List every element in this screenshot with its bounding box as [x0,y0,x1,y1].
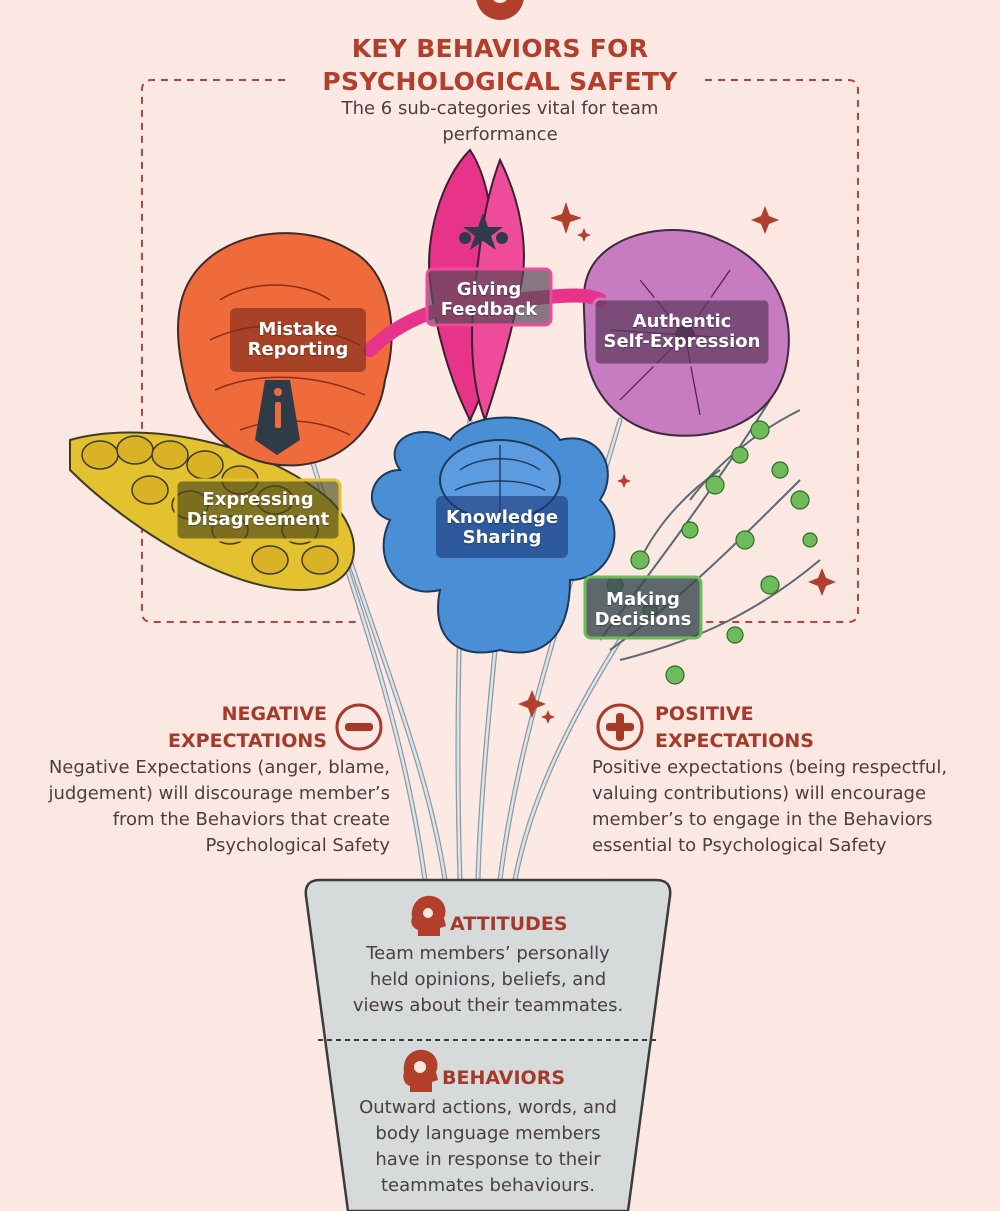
positive-body-line-3: member’s to engage in the Behaviors [592,809,933,830]
label-disagreement-line-2: Disagreement [186,509,330,530]
label-expressing-disagreement: Expressing Disagreement [176,486,340,534]
positive-body-line-2: valuing contributions) will encourage [592,783,927,804]
negative-expectations-body: Negative Expectations (anger, blame, jud… [10,755,390,859]
label-mistake-reporting: Mistake Reporting [230,316,366,364]
label-knowledge-line-2: Sharing [462,527,542,548]
sparkle-decorations [518,202,836,724]
label-knowledge-sharing: Knowledge Sharing [436,504,568,552]
label-decisions-line-2: Decisions [594,609,692,630]
negative-body-line-3: from the Behaviors that create [112,809,390,830]
positive-heading-line-2: EXPECTATIONS [655,730,814,752]
attitudes-head-icon [411,895,446,936]
page-title: KEY BEHAVIORS FOR PSYCHOLOGICAL SAFETY [250,32,750,98]
behaviors-body-line-3: have in response to their [375,1149,601,1170]
subtitle-line-1: The 6 sub-categories vital for team [341,98,659,119]
negative-heading-line-1: NEGATIVE [221,703,327,725]
behaviors-body-line-2: body language members [375,1123,601,1144]
label-authentic-line-2: Self-Expression [603,331,761,352]
label-mistake-reporting-line-1: Mistake [258,319,338,340]
label-disagreement-line-1: Expressing [202,489,314,510]
label-giving-feedback-line-1: Giving [456,279,522,300]
attitudes-body: Team members’ personally held opinions, … [318,941,658,1019]
behaviors-body-line-1: Outward actions, words, and [359,1097,617,1118]
negative-expectations-heading: NEGATIVE EXPECTATIONS [130,701,327,755]
minus-circle-icon [335,703,383,751]
negative-body-line-4: Psychological Safety [205,835,390,856]
attitudes-body-line-2: held opinions, beliefs, and [369,969,607,990]
label-authentic-line-1: Authentic [632,311,732,332]
label-making-decisions: Making Decisions [585,586,701,634]
behaviors-head-icon [403,1049,438,1092]
behaviors-body-line-4: teammates behaviours. [380,1175,595,1196]
attitudes-body-line-1: Team members’ personally [366,943,610,964]
attitudes-heading: ATTITUDES [450,913,568,935]
negative-body-line-2: judgement) will discourage member’s [48,783,390,804]
title-line-1: KEY BEHAVIORS FOR [351,34,649,63]
label-knowledge-line-1: Knowledge [445,507,559,528]
behaviors-heading: BEHAVIORS [442,1067,566,1089]
positive-body-line-4: essential to Psychological Safety [592,835,887,856]
positive-body-line-1: Positive expectations (being respectful, [592,757,948,778]
behaviors-body: Outward actions, words, and body languag… [318,1095,658,1199]
page-subtitle: The 6 sub-categories vital for team perf… [300,96,700,148]
positive-expectations-heading: POSITIVE EXPECTATIONS [655,701,855,755]
positive-heading-line-1: POSITIVE [655,703,754,725]
dashed-frame [141,79,859,623]
pot [304,878,672,1211]
label-mistake-reporting-line-2: Reporting [247,339,349,360]
label-giving-feedback: Giving Feedback [427,276,551,324]
head-gear-icon [476,0,524,20]
label-authentic-self-expression: Authentic Self-Expression [594,308,770,356]
negative-body-line-1: Negative Expectations (anger, blame, [48,757,390,778]
title-line-2: PSYCHOLOGICAL SAFETY [322,67,678,96]
subtitle-line-2: performance [442,124,558,145]
label-decisions-line-1: Making [606,589,680,610]
positive-expectations-body: Positive expectations (being respectful,… [592,755,992,859]
label-giving-feedback-line-2: Feedback [440,299,538,320]
label-boxes [174,267,772,640]
vine-flower [599,399,821,685]
plus-circle-icon [596,703,644,751]
attitudes-body-line-3: views about their teammates. [352,995,624,1016]
negative-heading-line-2: EXPECTATIONS [168,730,327,752]
